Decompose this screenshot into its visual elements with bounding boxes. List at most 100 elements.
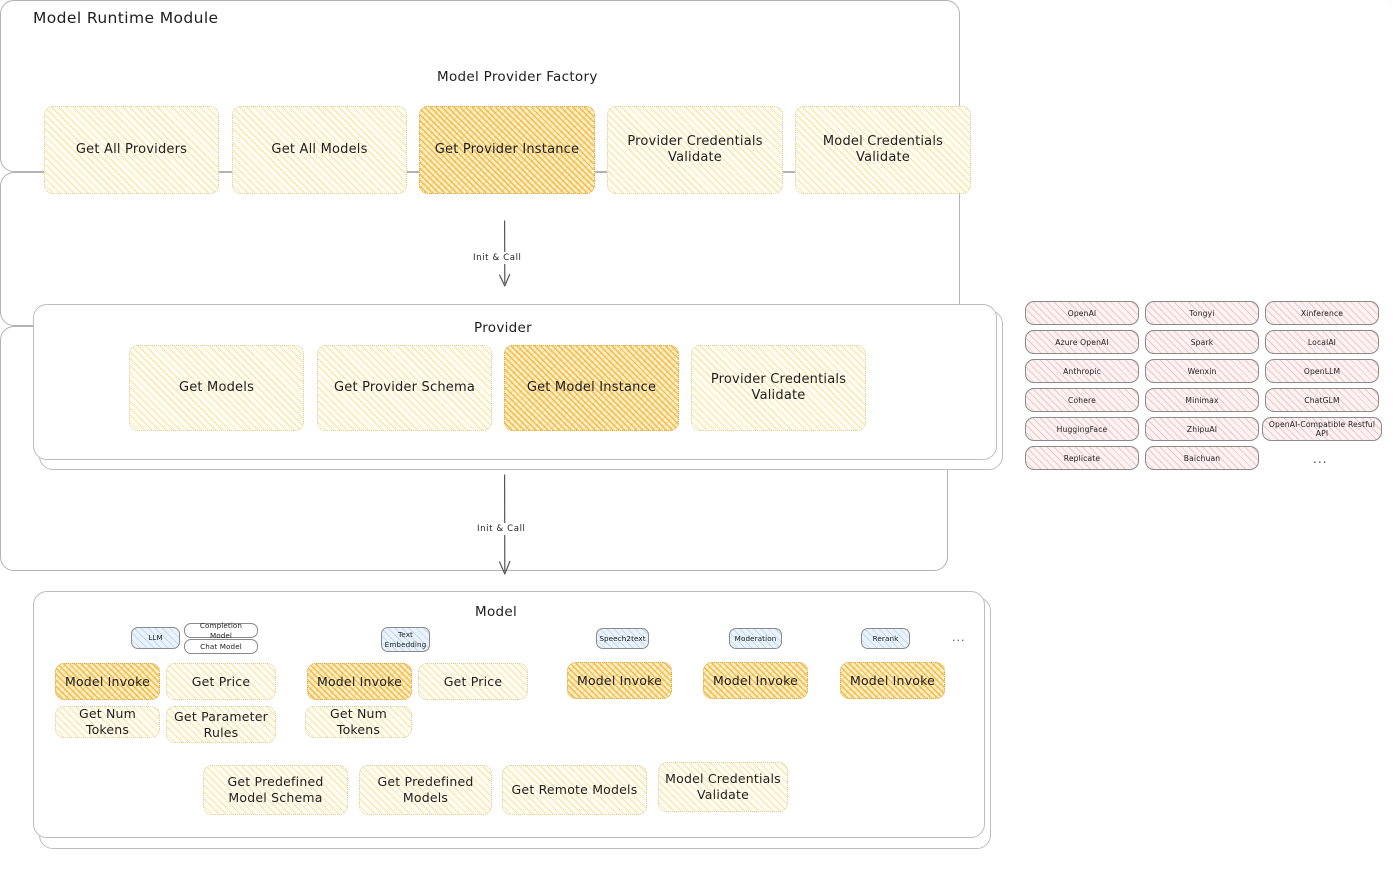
provider-chip-wenxin[interactable]: Wenxin — [1145, 359, 1259, 383]
method-label: Model Invoke — [64, 673, 151, 689]
factory-item-label: Get All Models — [271, 141, 368, 157]
provider-title: Provider — [474, 320, 532, 336]
method-label: Model Invoke — [576, 672, 663, 688]
provider-chip-label: Cohere — [1068, 395, 1096, 405]
provider-chip-label: LocalAI — [1307, 337, 1337, 347]
model-title: Model — [475, 604, 518, 620]
provider-chip-label: Wenxin — [1187, 366, 1217, 376]
model-subtype-completion-model[interactable]: Completion Model — [184, 621, 258, 640]
provider-chip-tongyi[interactable]: Tongyi — [1145, 301, 1259, 325]
method-label: Model Invoke — [712, 672, 799, 688]
provider-item-get-models[interactable]: Get Models — [129, 345, 304, 431]
factory-item-get-all-providers[interactable]: Get All Providers — [44, 106, 219, 194]
model-types-more-ellipsis: ... — [952, 631, 966, 644]
factory-item-model-credentials-validate[interactable]: Model Credentials Validate — [795, 106, 971, 194]
model-type-label: Rerank — [872, 633, 899, 643]
provider-chip-openai[interactable]: OpenAI — [1025, 301, 1139, 325]
provider-chip-label: Anthropic — [1063, 366, 1101, 376]
model-type-label: Speech2text — [599, 633, 646, 643]
provider-item-provider-credentials-validate[interactable]: Provider Credentials Validate — [691, 345, 866, 431]
method-label: Get Num Tokens — [329, 706, 388, 737]
provider-item-label: Get Models — [178, 379, 255, 395]
provider-chip-label: ChatGLM — [1304, 395, 1340, 405]
provider-chip-label: Xinference — [1300, 308, 1344, 318]
factory-item-get-all-models[interactable]: Get All Models — [232, 106, 407, 194]
factory-item-label: Provider Credentials Validate — [627, 133, 763, 165]
common-method-get-predefined-model-schema[interactable]: Get Predefined Model Schema — [203, 765, 348, 815]
speech2text-method-model-invoke[interactable]: Model Invoke — [567, 662, 672, 699]
factory-title: Model Provider Factory — [437, 69, 598, 85]
model-type-label: LLM — [148, 633, 163, 643]
model-type-label: Text Embedding — [384, 630, 427, 649]
arrow-label-init-call-1: Init & Call — [470, 252, 525, 264]
provider-chip-label: Replicate — [1063, 453, 1101, 463]
provider-item-get-provider-schema[interactable]: Get Provider Schema — [317, 345, 492, 431]
factory-item-label: Get Provider Instance — [434, 141, 580, 157]
factory-item-provider-credentials-validate[interactable]: Provider Credentials Validate — [607, 106, 783, 194]
provider-item-label: Get Model Instance — [526, 379, 657, 395]
model-type-speech2text[interactable]: Speech2text — [596, 628, 649, 649]
page-title: Model Runtime Module — [33, 9, 219, 27]
provider-chip-label: Spark — [1190, 337, 1214, 347]
provider-chip-chatglm[interactable]: ChatGLM — [1265, 388, 1379, 412]
provider-chip-label: HuggingFace — [1056, 424, 1108, 434]
provider-chip-anthropic[interactable]: Anthropic — [1025, 359, 1139, 383]
model-type-moderation[interactable]: Moderation — [729, 628, 782, 649]
provider-chip-cohere[interactable]: Cohere — [1025, 388, 1139, 412]
provider-chip-label: Tongyi — [1189, 308, 1215, 318]
provider-chip-label: OpenAI-Compatible Restful API — [1268, 420, 1376, 438]
provider-chip-openai-compatible-restful-api[interactable]: OpenAI-Compatible Restful API — [1262, 417, 1382, 441]
text-embedding-method-get-num-tokens[interactable]: Get Num Tokens — [305, 706, 412, 738]
common-method-get-remote-models[interactable]: Get Remote Models — [502, 765, 647, 815]
provider-chip-label: Baichuan — [1183, 453, 1221, 463]
method-label: Get Num Tokens — [78, 706, 137, 737]
common-method-model-credentials-validate[interactable]: Model Credentials Validate — [658, 762, 788, 812]
model-type-text-embedding[interactable]: Text Embedding — [381, 627, 430, 652]
provider-chip-minimax[interactable]: Minimax — [1145, 388, 1259, 412]
common-method-get-predefined-models[interactable]: Get Predefined Models — [359, 765, 492, 815]
provider-chip-azure-openai[interactable]: Azure OpenAI — [1025, 330, 1139, 354]
method-label: Get Predefined Models — [377, 774, 474, 805]
model-subtype-chat-model[interactable]: Chat Model — [184, 639, 258, 654]
provider-chip-label: OpenLLM — [1303, 366, 1341, 376]
provider-chip-openllm[interactable]: OpenLLM — [1265, 359, 1379, 383]
provider-chip-zhipuai[interactable]: ZhipuAI — [1145, 417, 1259, 441]
model-type-label: Moderation — [734, 633, 777, 643]
llm-method-get-parameter-rules[interactable]: Get Parameter Rules — [166, 706, 276, 743]
factory-item-label: Model Credentials Validate — [822, 133, 944, 165]
provider-chip-xinference[interactable]: Xinference — [1265, 301, 1379, 325]
moderation-method-model-invoke[interactable]: Model Invoke — [703, 662, 808, 699]
method-label: Get Price — [191, 673, 251, 689]
llm-method-model-invoke[interactable]: Model Invoke — [55, 663, 160, 700]
method-label: Get Price — [443, 673, 503, 689]
factory-item-label: Get All Providers — [75, 141, 188, 157]
arrow-label-init-call-2: Init & Call — [474, 523, 529, 535]
method-label: Model Invoke — [316, 673, 403, 689]
provider-chip-spark[interactable]: Spark — [1145, 330, 1259, 354]
llm-method-get-price[interactable]: Get Price — [166, 663, 276, 700]
text-embedding-method-get-price[interactable]: Get Price — [418, 663, 528, 700]
provider-item-label: Provider Credentials Validate — [710, 371, 847, 403]
provider-item-label: Get Provider Schema — [333, 379, 476, 395]
provider-chip-replicate[interactable]: Replicate — [1025, 446, 1139, 470]
provider-chip-localai[interactable]: LocalAI — [1265, 330, 1379, 354]
model-type-rerank[interactable]: Rerank — [861, 628, 910, 649]
model-type-llm[interactable]: LLM — [131, 627, 180, 649]
provider-item-get-model-instance[interactable]: Get Model Instance — [504, 345, 679, 431]
provider-chip-label: OpenAI — [1067, 308, 1097, 318]
provider-chip-baichuan[interactable]: Baichuan — [1145, 446, 1259, 470]
provider-list-more-ellipsis: ... — [1313, 452, 1328, 466]
factory-item-get-provider-instance[interactable]: Get Provider Instance — [419, 106, 595, 194]
method-label: Model Invoke — [849, 672, 936, 688]
provider-chip-label: ZhipuAI — [1186, 424, 1218, 434]
text-embedding-method-model-invoke[interactable]: Model Invoke — [307, 663, 412, 700]
provider-chip-label: Minimax — [1185, 395, 1219, 405]
rerank-method-model-invoke[interactable]: Model Invoke — [840, 662, 945, 699]
llm-method-get-num-tokens[interactable]: Get Num Tokens — [55, 706, 160, 738]
provider-chip-huggingface[interactable]: HuggingFace — [1025, 417, 1139, 441]
method-label: Get Predefined Model Schema — [227, 774, 324, 805]
method-label: Get Remote Models — [511, 782, 638, 798]
method-label: Model Credentials Validate — [665, 771, 781, 802]
provider-container — [0, 172, 960, 326]
